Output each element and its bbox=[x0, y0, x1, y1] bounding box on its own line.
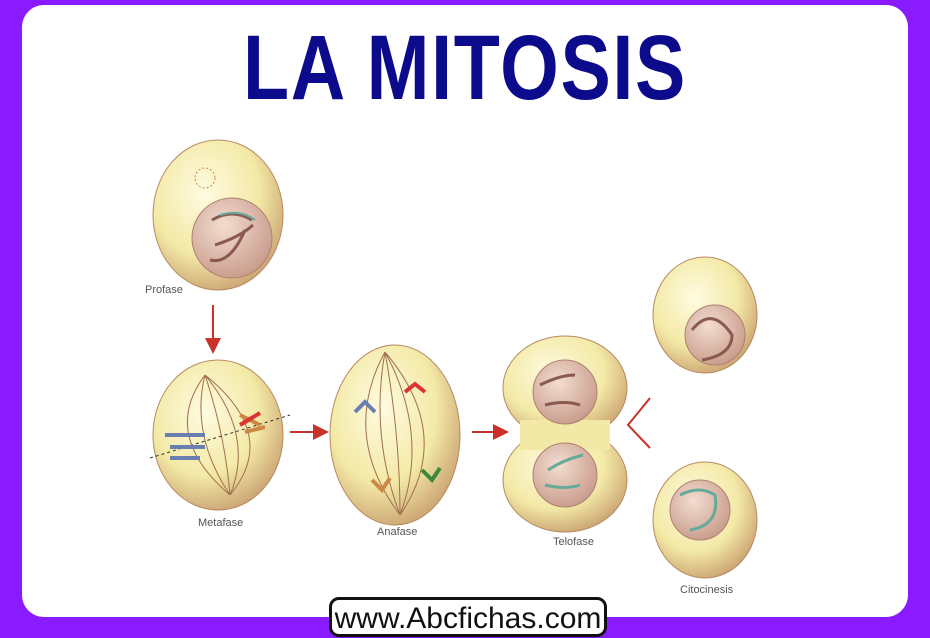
cell-telofase bbox=[502, 335, 628, 533]
content-card bbox=[22, 5, 908, 617]
label-citocinesis: Citocinesis bbox=[680, 584, 734, 596]
label-metafase: Metafase bbox=[198, 517, 243, 529]
label-anafase: Anafase bbox=[377, 526, 417, 538]
page-title: LA MITOSIS bbox=[243, 17, 687, 119]
label-telofase: Telofase bbox=[553, 536, 594, 548]
mitosis-diagram: Profase Metafase Anafase Telofase bbox=[145, 139, 758, 596]
cell-metafase bbox=[149, 359, 291, 511]
cell-citocinesis-top bbox=[652, 256, 758, 374]
label-profase: Profase bbox=[145, 284, 183, 296]
website-link[interactable]: www.Abcfichas.com bbox=[329, 597, 607, 637]
split-arrow-icon bbox=[626, 397, 651, 449]
cell-profase bbox=[152, 139, 284, 291]
cell-citocinesis-bottom bbox=[652, 461, 758, 579]
cell-anafase bbox=[329, 344, 461, 526]
